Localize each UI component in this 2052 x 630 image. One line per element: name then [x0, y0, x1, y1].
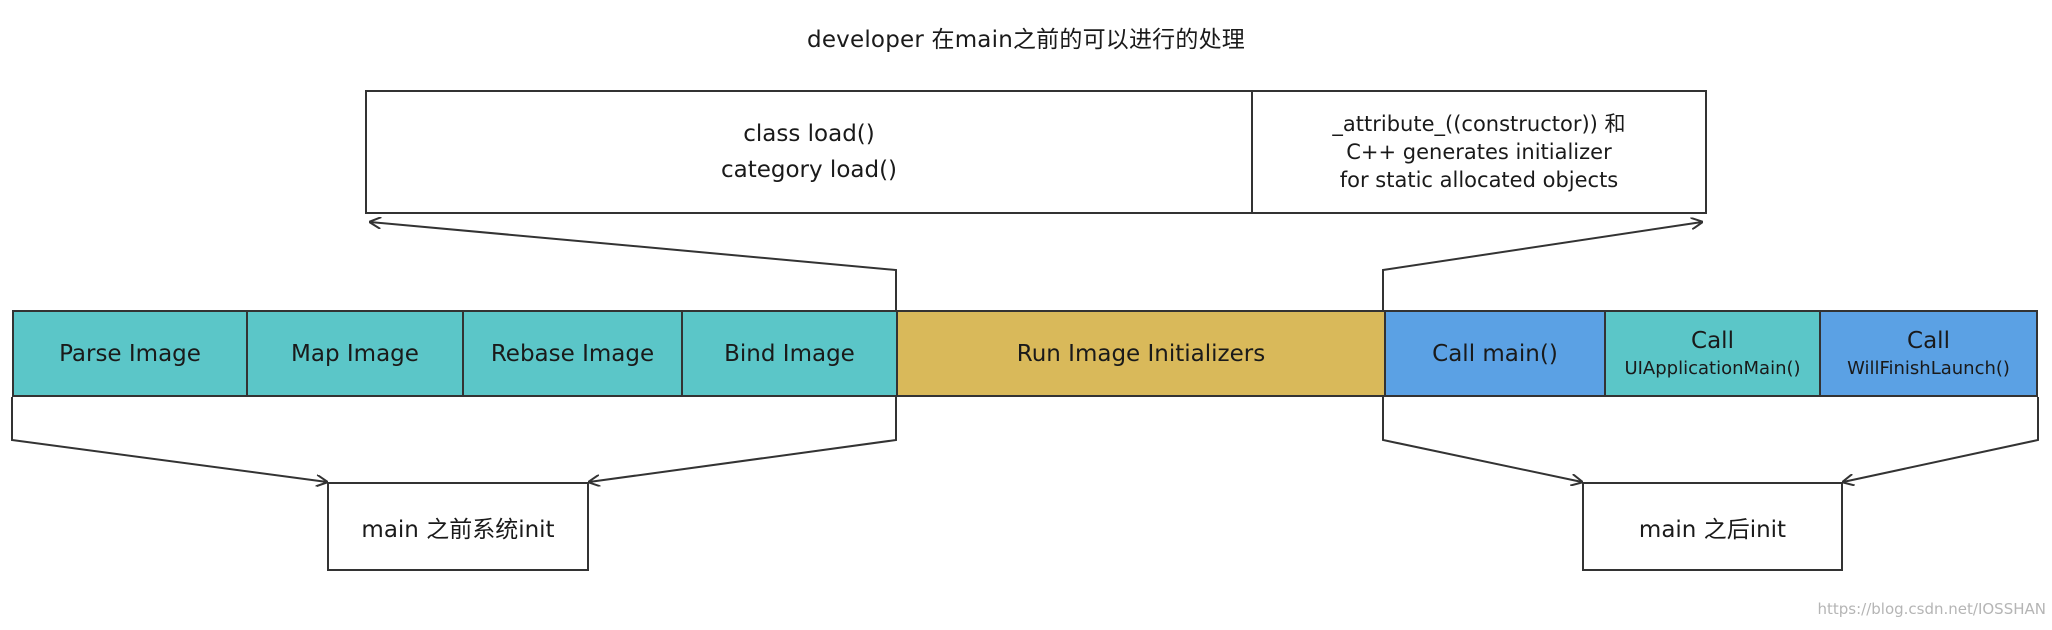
stage-call-uiapplicationmain-line1: Call	[1691, 328, 1734, 354]
stage-map-image: Map Image	[248, 312, 464, 395]
connector-bar-right-to-post-main-box	[1843, 397, 2039, 482]
connector-initializers-to-pre-main-box	[589, 397, 897, 482]
connector-call-main-to-post-main-box	[1382, 397, 1582, 482]
stage-call-willfinishlaunch-line1: Call	[1907, 328, 1950, 354]
stage-call-uiapplicationmain: Call UIApplicationMain()	[1606, 312, 1821, 395]
stage-bind-image-label: Bind Image	[724, 340, 855, 367]
attribute-line-1: _attribute_((constructor)) 和	[1332, 112, 1626, 136]
stage-parse-image: Parse Image	[14, 312, 248, 395]
stage-run-image-initializers-label: Run Image Initializers	[1016, 340, 1266, 367]
launch-stage-bar: Parse Image Map Image Rebase Image Bind …	[12, 310, 2038, 397]
stage-call-uiapplicationmain-line2: UIApplicationMain()	[1624, 358, 1801, 379]
developer-box: class load() category load() _attribute_…	[365, 90, 1707, 214]
connector-bar-left-to-pre-main-box	[11, 397, 327, 482]
watermark: https://blog.csdn.net/IOSSHAN	[1817, 600, 2047, 618]
attribute-line-2: C++ generates initializer	[1346, 140, 1612, 164]
stage-rebase-image: Rebase Image	[464, 312, 683, 395]
stage-map-image-label: Map Image	[291, 340, 419, 367]
attribute-line-3: for static allocated objects	[1339, 168, 1619, 192]
pre-main-system-init-box: main 之前系统init	[327, 482, 589, 571]
pre-main-system-init-label: main 之前系统init	[361, 516, 555, 543]
stage-call-willfinishlaunch-line2: WillFinishLaunch()	[1847, 358, 2010, 379]
category-load-label: category load()	[720, 157, 898, 183]
stage-call-main: Call main()	[1386, 312, 1606, 395]
connector-call-main-to-constructor-box	[1382, 222, 1702, 310]
diagram-title: developer 在main之前的可以进行的处理	[807, 27, 1245, 53]
stage-call-main-label: Call main()	[1432, 340, 1558, 367]
class-load-label: class load()	[743, 121, 875, 147]
load-methods-cell: class load() category load()	[367, 92, 1253, 212]
post-main-init-label: main 之后init	[1638, 516, 1787, 543]
constructor-attribute-cell: _attribute_((constructor)) 和 C++ generat…	[1253, 92, 1705, 212]
connector-run-initializers-to-load-box	[370, 222, 897, 310]
stage-parse-image-label: Parse Image	[59, 340, 201, 367]
post-main-init-box: main 之后init	[1582, 482, 1843, 571]
stage-rebase-image-label: Rebase Image	[490, 340, 655, 367]
stage-bind-image: Bind Image	[683, 312, 898, 395]
stage-run-image-initializers: Run Image Initializers	[898, 312, 1386, 395]
stage-call-willfinishlaunch: Call WillFinishLaunch()	[1821, 312, 2036, 395]
